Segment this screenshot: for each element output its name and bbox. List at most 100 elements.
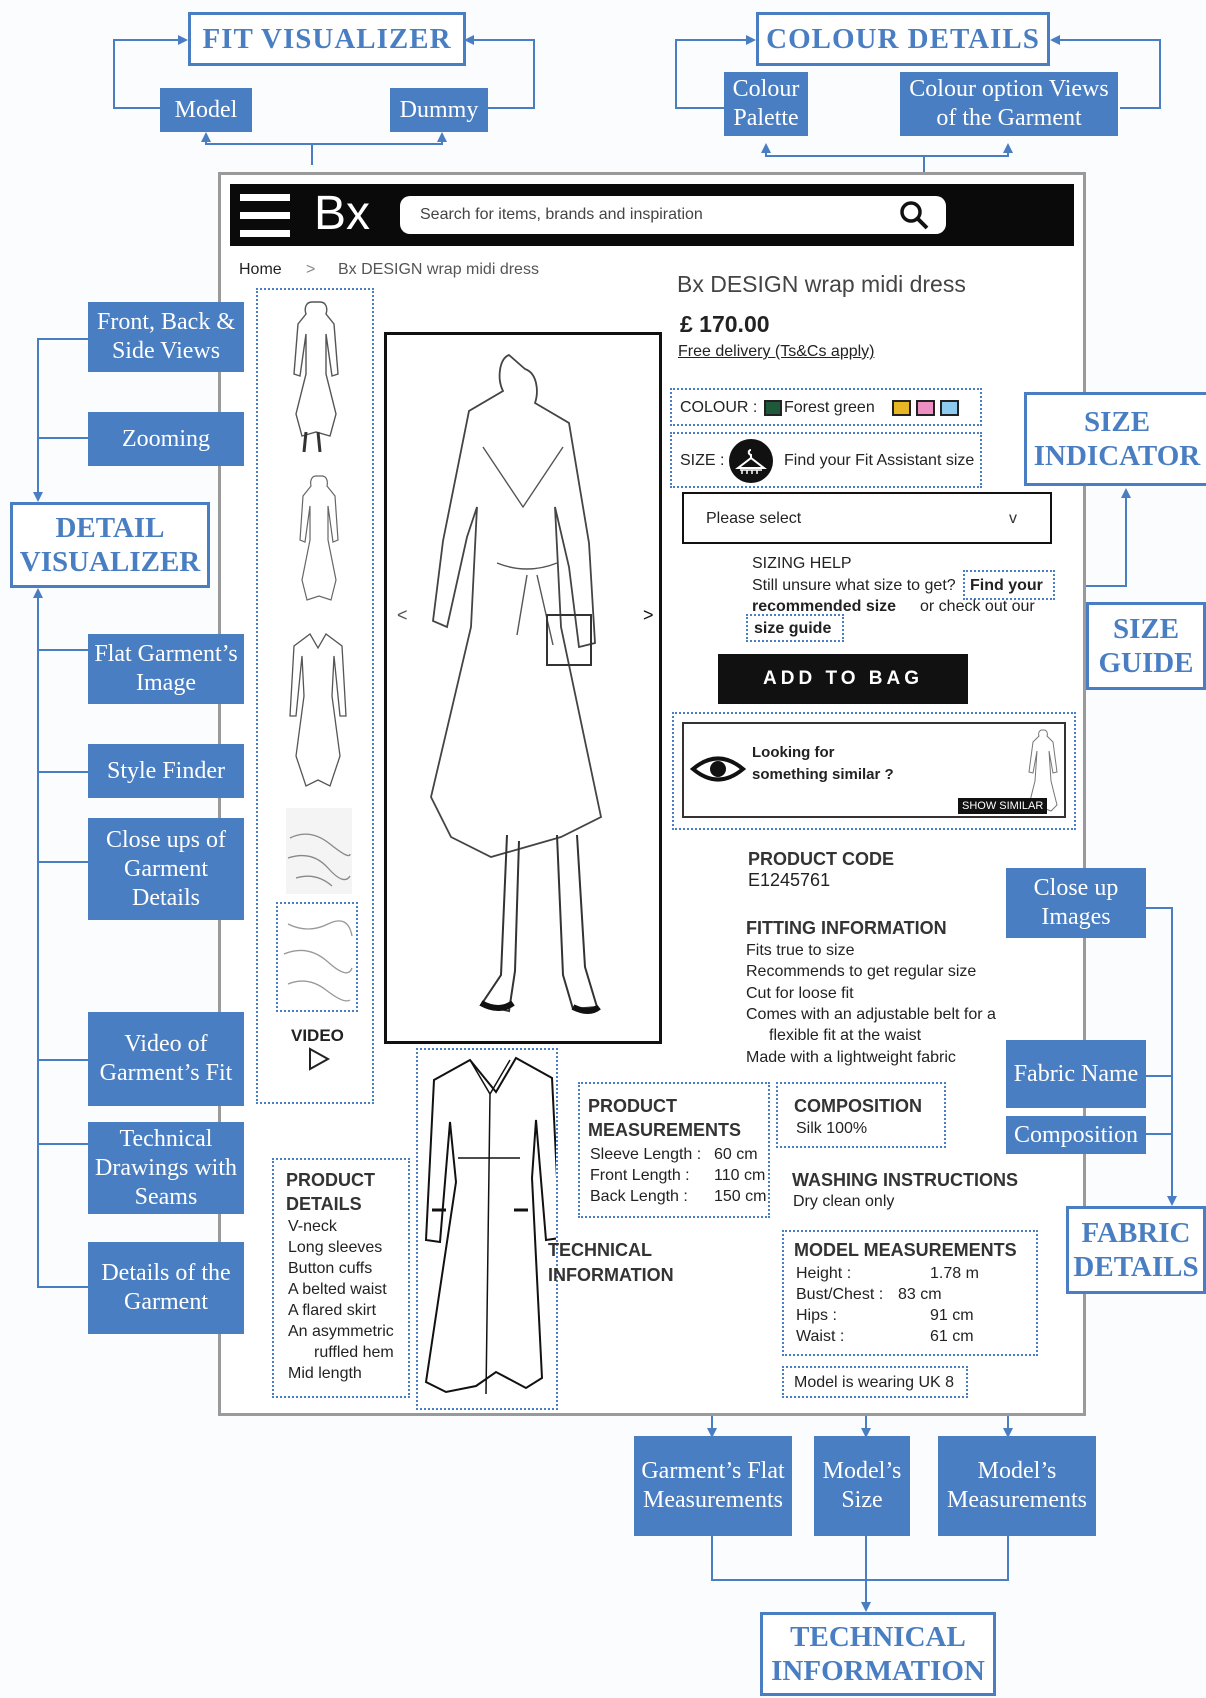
model-meas-label: Hips : <box>796 1307 837 1324</box>
product-measurements-box: PRODUCT MEASUREMENTS Sleeve Length : 60 … <box>578 1082 770 1218</box>
dress-sketch-icon <box>293 301 339 453</box>
measurement-value: 110 cm <box>714 1167 766 1184</box>
fabric-closeup-icon <box>287 833 351 887</box>
close-ups-details-label: Close ups of Garment Details <box>88 818 244 920</box>
sizing-help-question: Still unsure what size to get? <box>752 577 956 594</box>
thumbnail-front-view[interactable] <box>282 296 342 456</box>
zooming-label: Zooming <box>88 412 244 466</box>
hanger-icon[interactable] <box>728 438 774 484</box>
add-to-bag-button[interactable]: ADD TO BAG <box>718 654 968 704</box>
model-meas-label: Height : <box>796 1265 852 1282</box>
site-logo[interactable]: Bx <box>314 187 371 240</box>
model-wearing-text: Model is wearing UK 8 <box>794 1374 955 1391</box>
measurements-title-1: PRODUCT <box>588 1096 677 1116</box>
find-size-link[interactable]: Find your <box>963 570 1055 600</box>
show-similar-button[interactable]: SHOW SIMILAR <box>958 798 1048 814</box>
fitting-item: Fits true to size <box>746 942 855 959</box>
thumbnail-side-view[interactable] <box>288 470 344 616</box>
hamburger-menu-icon[interactable] <box>240 194 290 237</box>
similar-line-1: Looking for <box>752 744 835 761</box>
details-title-1: PRODUCT <box>286 1170 375 1190</box>
recommended-size-text[interactable]: recommended size <box>752 598 897 615</box>
model-meas-value: 1.78 m <box>930 1265 979 1282</box>
model-wearing-box: Model is wearing UK 8 <box>782 1366 968 1398</box>
composition-title: COMPOSITION <box>794 1096 923 1116</box>
delivery-link[interactable]: Free delivery (Ts&Cs apply) <box>678 343 875 360</box>
technical-information-heading: TECHNICAL INFORMATION <box>760 1612 996 1696</box>
models-measurements-label: Model’s Measurements <box>938 1436 1096 1536</box>
details-item: A flared skirt <box>288 1302 377 1319</box>
model-sketch-icon <box>430 353 603 1014</box>
colour-swatch-blue[interactable] <box>940 400 959 416</box>
colour-swatch-yellow[interactable] <box>892 400 911 416</box>
measurements-title-2: MEASUREMENTS <box>588 1120 742 1140</box>
colour-swatch-pink[interactable] <box>916 400 935 416</box>
fitting-title: FITTING INFORMATION <box>746 918 947 938</box>
size-guide-link[interactable]: size guide <box>746 614 844 642</box>
fitting-item: Cut for loose fit <box>746 985 854 1002</box>
thumbnail-closeup-1[interactable] <box>286 808 352 894</box>
product-code: E1245761 <box>748 870 831 890</box>
fitting-item: flexible fit at the waist <box>769 1027 922 1044</box>
colour-row: COLOUR : Forest green <box>670 388 982 426</box>
measurement-label: Front Length : <box>590 1167 690 1184</box>
main-product-image[interactable]: < > <box>384 332 662 1044</box>
dress-sketch-icon <box>299 475 339 601</box>
colour-value: Forest green <box>784 399 875 416</box>
details-item: ruffled hem <box>314 1344 394 1361</box>
breadcrumb-separator: > <box>306 261 316 278</box>
or-check-text: or check out our <box>920 598 1035 615</box>
style-finder-box <box>672 712 1076 830</box>
details-list: V-neck Long sleeves Button cuffs A belte… <box>288 1216 394 1384</box>
breadcrumb-current: Bx DESIGN wrap midi dress <box>338 261 539 278</box>
details-item: Mid length <box>288 1365 362 1382</box>
style-finder-label: Style Finder <box>88 744 244 798</box>
thumbnail-flat-garment[interactable] <box>288 630 348 790</box>
details-item: V-neck <box>288 1218 337 1235</box>
details-item: An asymmetric <box>288 1323 394 1340</box>
garment-flat-measurements-label: Garment’s Flat Measurements <box>634 1436 792 1536</box>
gallery-next-button[interactable]: > <box>643 605 654 625</box>
gallery-prev-button[interactable]: < <box>397 605 408 625</box>
details-item: Long sleeves <box>288 1239 383 1256</box>
similar-line-2: something similar ? <box>752 766 894 783</box>
fabric-name-label: Fabric Name <box>1006 1040 1146 1108</box>
product-price: £ 170.00 <box>680 311 770 337</box>
model-meas-value: 83 cm <box>898 1286 942 1303</box>
play-icon[interactable] <box>306 1046 332 1072</box>
models-size-label: Model’s Size <box>814 1436 910 1536</box>
find-your-text: Find your <box>970 577 1043 594</box>
thumbnail-closeup-2[interactable] <box>276 902 358 1012</box>
fit-assistant-link[interactable]: Find your Fit Assistant size <box>784 452 975 469</box>
search-input[interactable]: Search for items, brands and inspiration <box>420 206 703 223</box>
colour-palette-label: Colour Palette <box>724 72 808 136</box>
size-guide-text: size guide <box>754 620 832 637</box>
model-meas-value: 91 cm <box>930 1307 974 1324</box>
model-meas-title: MODEL MEASUREMENTS <box>794 1240 1017 1260</box>
size-select[interactable]: Please select v <box>682 492 1052 544</box>
composition-label: Composition <box>1006 1116 1146 1154</box>
measurement-label: Sleeve Length : <box>590 1146 702 1163</box>
fitting-item: Recommends to get regular size <box>746 963 977 980</box>
style-finder-card[interactable]: Looking for something similar ? SHOW SIM… <box>682 722 1066 818</box>
detail-visualizer-heading: DETAIL VISUALIZER <box>10 502 210 588</box>
model-meas-label: Waist : <box>796 1328 845 1345</box>
colour-option-views-label: Colour option Views of the Garment <box>900 72 1118 136</box>
model-meas-value: 61 cm <box>930 1328 974 1345</box>
search-bar[interactable]: Search for items, brands and inspiration <box>400 196 946 234</box>
flat-garment-label: Flat Garment’s Image <box>88 634 244 704</box>
composition-box: COMPOSITION Silk 100% <box>776 1082 946 1148</box>
colour-details-heading: COLOUR DETAILS <box>756 12 1050 66</box>
video-fit-label: Video of Garment’s Fit <box>88 1012 244 1106</box>
video-label: VIDEO <box>291 1026 344 1045</box>
technical-drawing-box[interactable] <box>416 1048 562 1410</box>
colour-swatch-selected[interactable] <box>764 400 782 416</box>
sizing-help-title: SIZING HELP <box>752 555 852 572</box>
technical-drawing-icon <box>424 1056 562 1395</box>
dummy-label: Dummy <box>390 88 488 132</box>
breadcrumb-home[interactable]: Home <box>239 261 282 278</box>
site-header: Bx Search for items, brands and inspirat… <box>230 184 1074 246</box>
search-icon[interactable] <box>898 199 930 231</box>
details-item: A belted waist <box>288 1281 387 1298</box>
chevron-down-icon: v <box>1009 510 1017 527</box>
